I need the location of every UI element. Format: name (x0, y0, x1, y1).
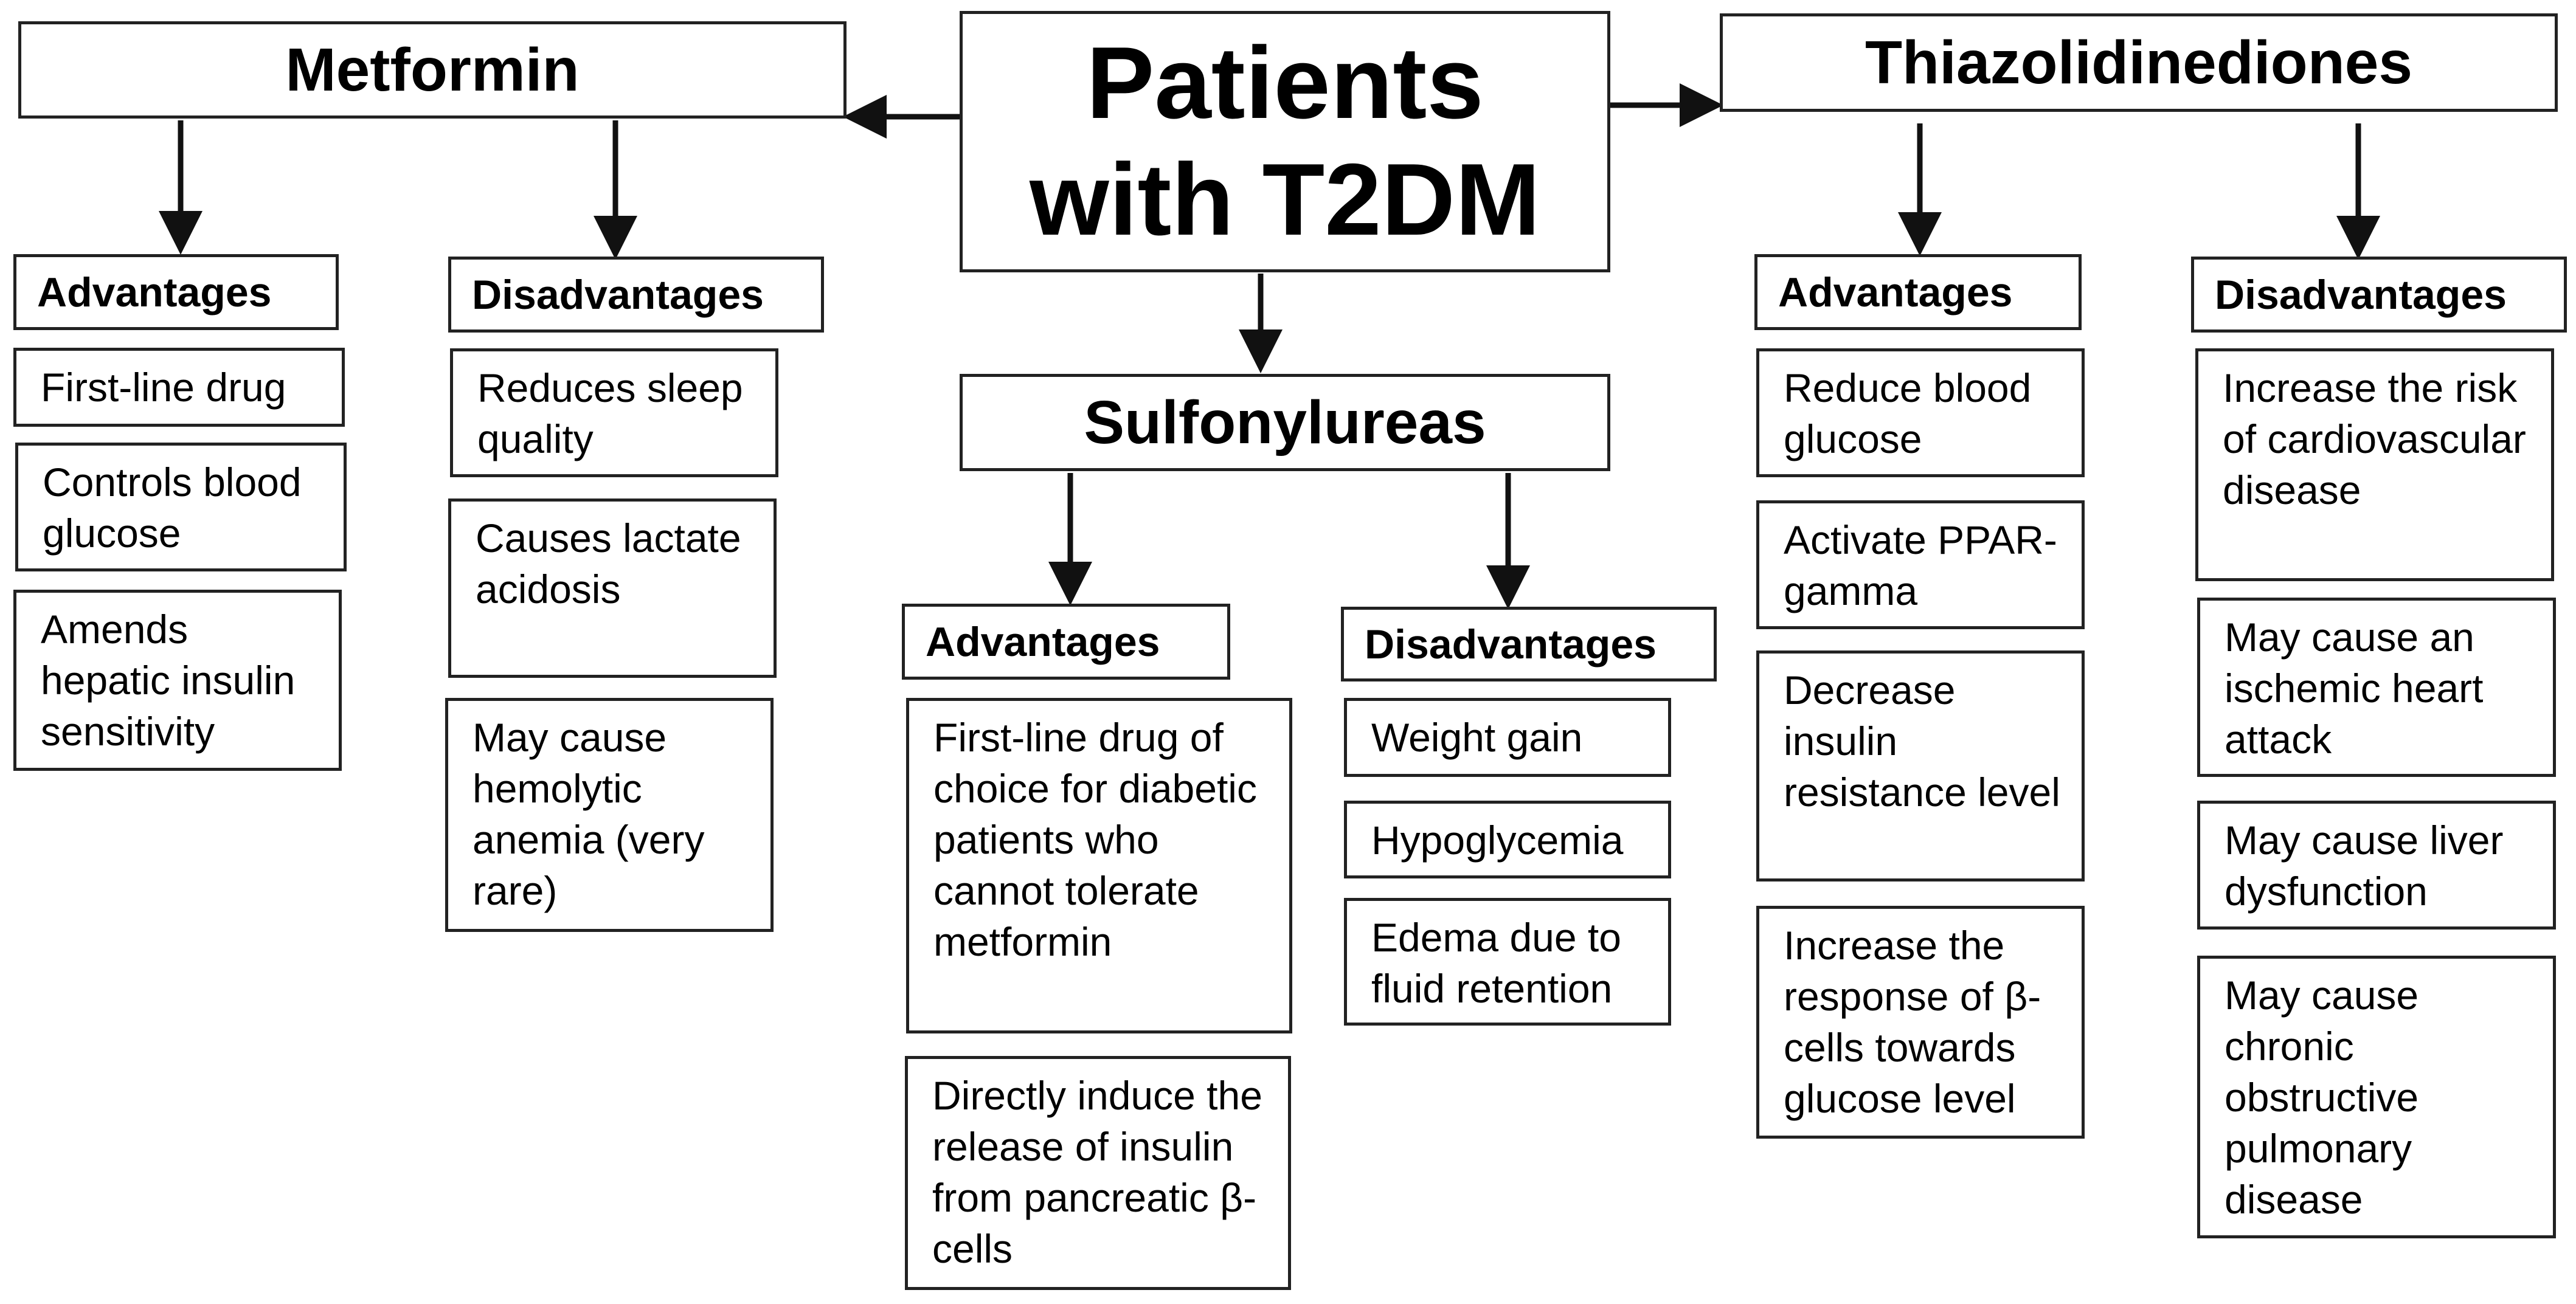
metformin-advantage-item: Controls blood glucose (15, 443, 347, 571)
thiazolidinediones-title: Thiazolidinediones (1720, 13, 2558, 112)
sulfonylureas-advantages-header: Advantages (902, 604, 1230, 680)
thiazolidinediones-disadvantage-item: May cause an ischemic heart attack (2197, 598, 2556, 777)
thiazolidinediones-advantage-item: Activate PPAR-gamma (1756, 500, 2085, 629)
thiazolidinediones-disadvantages-header: Disadvantages (2191, 257, 2567, 333)
metformin-disadvantage-item: Causes lactate acidosis (448, 498, 777, 678)
metformin-disadvantage-item: Reduces sleep quality (450, 348, 778, 477)
center-title-line2: with T2DM (1030, 142, 1540, 257)
thiazolidinediones-disadvantage-item: Increase the risk of cardiovascular dise… (2195, 348, 2554, 581)
thiazolidinediones-advantages-header: Advantages (1754, 254, 2082, 330)
thiazolidinediones-advantage-item: Decrease insulin resistance level (1756, 650, 2085, 881)
sulfonylureas-advantage-item: Directly induce the release of insulin f… (905, 1056, 1291, 1290)
metformin-advantage-item: Amends hepatic insulin sensitivity (13, 590, 342, 771)
metformin-title: Metformin (18, 21, 847, 119)
metformin-disadvantage-item: May cause hemolytic anemia (very rare) (445, 698, 774, 932)
center-node: Patients with T2DM (960, 11, 1610, 272)
sulfonylureas-disadvantage-item: Weight gain (1344, 698, 1671, 777)
center-title-line1: Patients (1086, 26, 1484, 140)
metformin-disadvantages-header: Disadvantages (448, 257, 824, 333)
sulfonylureas-advantage-item: First-line drug of choice for diabetic p… (906, 698, 1292, 1033)
sulfonylureas-disadvantage-item: Hypoglycemia (1344, 801, 1671, 878)
thiazolidinediones-advantage-item: Increase the response of β-cells towards… (1756, 906, 2085, 1139)
metformin-advantage-item: First-line drug (13, 348, 345, 427)
thiazolidinediones-disadvantage-item: May cause liver dysfunction (2197, 801, 2556, 930)
sulfonylureas-disadvantage-item: Edema due to fluid retention (1344, 898, 1671, 1026)
sulfonylureas-disadvantages-header: Disadvantages (1341, 607, 1717, 681)
thiazolidinediones-advantage-item: Reduce blood glucose (1756, 348, 2085, 477)
sulfonylureas-title: Sulfonylureas (960, 374, 1610, 471)
metformin-advantages-header: Advantages (13, 254, 339, 330)
thiazolidinediones-disadvantage-item: May cause chronic obstructive pulmonary … (2197, 956, 2556, 1238)
